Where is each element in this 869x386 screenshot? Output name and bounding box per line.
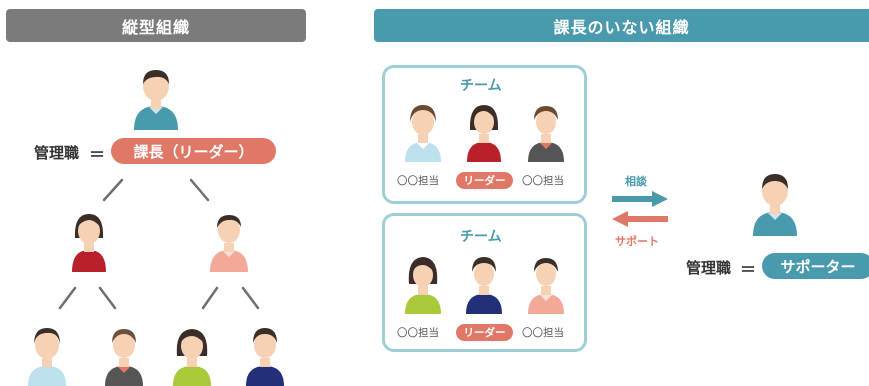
hierarchy-connector-lines xyxy=(58,178,260,310)
staff-person-2-icon xyxy=(105,329,143,386)
staff-person-3-icon xyxy=(173,329,211,386)
consult-arrow-icon xyxy=(612,191,668,207)
team2-role-label-right: 〇〇担当 xyxy=(522,327,564,339)
right-manager-label: 管理職 xyxy=(686,259,732,277)
team2-member-left-icon xyxy=(405,257,441,314)
team1-member-right-icon xyxy=(528,106,564,162)
team2-leader-icon xyxy=(466,257,502,314)
right-equals-sign: ＝ xyxy=(740,260,757,279)
section-chief-leader-pill: 課長（リーダー） xyxy=(111,138,276,164)
team2-leader-pill: リーダー xyxy=(456,324,513,341)
supporter-pill: サポーター xyxy=(762,253,869,279)
staff-person-1-icon xyxy=(28,328,66,386)
staff-person-4-icon xyxy=(246,328,284,386)
right-manager-person-icon xyxy=(753,174,797,236)
mid-level-person-right-icon xyxy=(210,215,248,272)
vertical-org-header: 縦型組織 xyxy=(6,9,306,42)
team-2-title: チーム xyxy=(460,229,502,245)
consult-arrow-label: 相談 xyxy=(625,175,647,188)
no-section-chief-org-header: 課長のいない組織 xyxy=(374,9,869,42)
team1-role-label-right: 〇〇担当 xyxy=(522,175,564,187)
support-arrow-label: サポート xyxy=(615,235,659,248)
left-manager-label: 管理職 xyxy=(34,144,80,162)
left-equals-sign: ＝ xyxy=(89,145,106,164)
team1-leader-pill: リーダー xyxy=(456,172,513,189)
support-arrow-icon xyxy=(612,211,668,227)
team1-leader-icon xyxy=(467,105,501,162)
manager-person-icon xyxy=(134,70,178,130)
team2-role-label-left: 〇〇担当 xyxy=(397,327,439,339)
team1-member-left-icon xyxy=(405,105,441,162)
team-1-title: チーム xyxy=(460,78,502,94)
mid-level-person-left-icon xyxy=(72,214,106,272)
team1-role-label-left: 〇〇担当 xyxy=(397,175,439,187)
team2-member-right-icon xyxy=(528,258,564,314)
